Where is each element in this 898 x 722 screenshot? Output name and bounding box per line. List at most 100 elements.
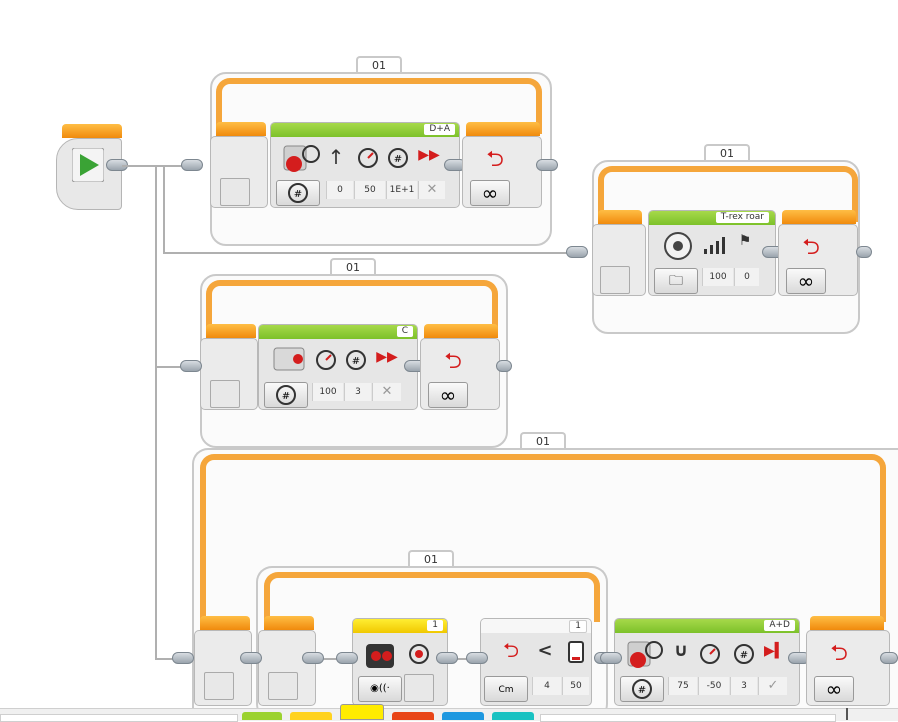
loop-end-header — [466, 122, 540, 136]
loop-repeat-icon: ⮌ — [802, 235, 820, 260]
steering-motor-icon — [283, 145, 320, 172]
loop-start-header — [200, 616, 250, 630]
ir-mode-selector[interactable]: ◉((· — [358, 676, 402, 702]
input-plug[interactable] — [240, 652, 262, 664]
loop-label[interactable]: 01 — [408, 550, 454, 566]
brake-icon: ▶▶ — [418, 147, 440, 163]
input-plug[interactable] — [566, 246, 588, 258]
input-plug[interactable] — [180, 360, 202, 372]
u-turn-icon: ∪ — [673, 640, 689, 661]
input-plug[interactable] — [181, 159, 203, 171]
loop-output-plug[interactable] — [536, 159, 558, 171]
mode-selector[interactable]: # — [620, 676, 664, 702]
mode-selector[interactable]: # — [276, 180, 320, 206]
count-icon: # — [388, 148, 408, 168]
brake-icon: ▶▍ — [764, 643, 786, 659]
port-label[interactable]: 1 — [569, 620, 587, 633]
brake-value-x[interactable]: ✕ — [372, 383, 401, 401]
rotations-value[interactable]: 3 — [730, 677, 757, 695]
rotations-icon: # — [276, 385, 296, 405]
loop-output-plug[interactable] — [880, 652, 898, 664]
play-type-value[interactable]: 0 — [734, 268, 759, 286]
loop-arrow — [200, 454, 886, 622]
mode-selector[interactable]: # — [264, 382, 308, 408]
loop-arrow — [598, 166, 858, 222]
palette-tab-sensor[interactable] — [340, 704, 384, 720]
output-plug[interactable] — [436, 652, 458, 664]
compare-type-value[interactable]: 4 — [532, 677, 561, 695]
unit-label: Cm — [498, 685, 514, 695]
input-plug[interactable] — [336, 652, 358, 664]
divider — [846, 708, 848, 720]
port-label[interactable]: D+A — [424, 124, 455, 135]
loop-start-header — [206, 324, 256, 338]
start-block[interactable] — [56, 124, 122, 212]
rotations-value[interactable]: 3 — [344, 383, 371, 401]
sequence-wire — [155, 366, 183, 368]
svg-text:#: # — [638, 685, 646, 696]
palette-scrollbar[interactable] — [0, 714, 238, 722]
rotations-icon: # — [632, 679, 652, 699]
loop-repeat-icon: ⮌ — [444, 349, 462, 374]
power-value[interactable]: 100 — [312, 383, 343, 401]
folder-icon[interactable]: 🗀 — [654, 268, 698, 294]
loop-mode-selector[interactable]: ∞ — [428, 382, 468, 408]
brake-value-x[interactable]: ✕ — [418, 181, 445, 199]
steering-value[interactable]: 0 — [326, 181, 353, 199]
palette-tab-action[interactable] — [242, 712, 282, 720]
loop-end-header — [810, 616, 884, 630]
palette-tab-data[interactable] — [392, 712, 434, 720]
sequence-wire — [155, 165, 157, 659]
right-power-value[interactable]: -50 — [698, 677, 729, 695]
ir-switch-mode-selector[interactable]: Cm — [484, 676, 528, 702]
threshold-value[interactable]: 50 — [562, 677, 589, 695]
loop-interrupt-icon — [268, 672, 298, 700]
sequence-wire — [155, 658, 183, 660]
loop-label[interactable]: 01 — [520, 432, 566, 448]
svg-text:#: # — [394, 154, 402, 165]
sequence-wire — [316, 658, 346, 660]
loop-output-plug[interactable] — [496, 360, 512, 372]
block-header: A+D — [615, 619, 799, 633]
palette-tab-flow[interactable] — [290, 712, 332, 720]
loop-label[interactable]: 01 — [704, 144, 750, 160]
rotations-icon: # — [288, 183, 308, 203]
loop-interrupt-icon — [220, 178, 250, 206]
loop-output-plug[interactable] — [856, 246, 872, 258]
palette-tab-advanced[interactable] — [442, 712, 484, 720]
power-value[interactable]: 50 — [354, 181, 385, 199]
block-header: C — [259, 325, 417, 339]
port-label[interactable]: A+D — [764, 620, 795, 631]
loop-interrupt-icon — [204, 672, 234, 700]
output-plug[interactable] — [302, 652, 324, 664]
loop-mode-selector[interactable]: ∞ — [814, 676, 854, 702]
brake-value-check[interactable]: ✓ — [758, 677, 787, 695]
play-icon[interactable] — [72, 148, 104, 182]
loop-mode-selector[interactable]: ∞ — [786, 268, 826, 294]
svg-text:#: # — [352, 356, 360, 367]
loop-label[interactable]: 01 — [330, 258, 376, 274]
svg-text:#: # — [282, 391, 290, 402]
medium-motor-icon — [273, 347, 305, 371]
sound-file-name[interactable]: T-rex roar — [715, 212, 769, 223]
threshold-icon — [568, 641, 584, 663]
palette-tab-myblocks[interactable] — [492, 712, 534, 720]
input-plug[interactable] — [600, 652, 622, 664]
port-label[interactable]: 1 — [427, 620, 443, 631]
arrow-up-icon: ↑ — [327, 145, 345, 169]
volume-value[interactable]: 100 — [702, 268, 733, 286]
block-header: D+A — [271, 123, 459, 137]
input-plug[interactable] — [172, 652, 194, 664]
block-header: T-rex roar — [649, 211, 775, 225]
loop-mode-selector[interactable]: ∞ — [470, 180, 510, 206]
start-block-header — [62, 124, 122, 138]
port-label[interactable]: C — [396, 326, 413, 337]
loop-label[interactable]: 01 — [356, 56, 402, 72]
rotations-value[interactable]: 1E+1 — [386, 181, 417, 199]
left-power-value[interactable]: 75 — [668, 677, 697, 695]
volume-icon — [704, 237, 725, 254]
input-plug[interactable] — [466, 652, 488, 664]
block-header: 1 — [353, 619, 447, 633]
count-icon: # — [734, 644, 754, 664]
loop-repeat-icon: ⮌ — [502, 638, 520, 662]
